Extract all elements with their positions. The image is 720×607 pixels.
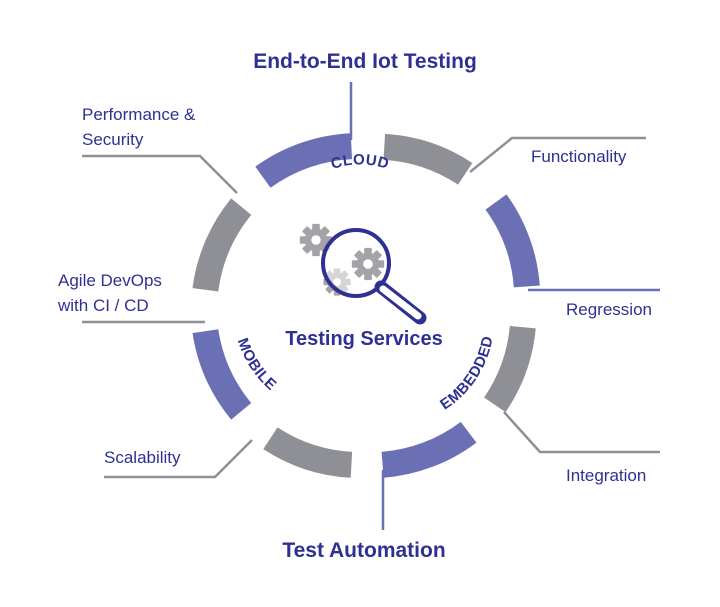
- ring-segment-left-upper: [192, 198, 252, 292]
- ring-segment-bottom-right: [381, 421, 477, 478]
- ring-segment-right-lower: [483, 325, 536, 413]
- ring-label-cloud: CLOUD: [329, 151, 391, 172]
- label-functionality: Functionality: [531, 147, 627, 166]
- connector-scalability: [104, 439, 253, 479]
- title-top: End-to-End Iot Testing: [253, 50, 477, 73]
- center-label: Testing Services: [285, 328, 442, 350]
- connector-performance: [82, 154, 238, 194]
- title-bottom: Test Automation: [282, 539, 445, 562]
- ring-segment-right-upper: [485, 194, 540, 288]
- label-integration: Integration: [566, 466, 646, 485]
- gear-icon: [299, 223, 333, 257]
- label-scalability: Scalability: [104, 448, 181, 467]
- center-icon: [299, 223, 427, 325]
- label-regression: Regression: [566, 300, 652, 319]
- ring-segment-top: [255, 133, 353, 188]
- connector-functionality: [469, 136, 646, 173]
- ring: [192, 133, 540, 478]
- ring-label-mobile: MOBILE: [234, 336, 280, 394]
- label-performance-line2: Security: [82, 130, 144, 149]
- gear-icon: [351, 247, 385, 281]
- magnifier-handle-inner: [379, 285, 422, 320]
- ring-segment-top-right: [383, 133, 473, 185]
- ring-label-embedded: EMBEDDED: [437, 334, 497, 413]
- label-performance-line1: Performance &: [82, 105, 196, 124]
- connector-lines: [82, 82, 660, 530]
- connector-integration: [503, 411, 660, 454]
- label-agile-line2: with CI / CD: [57, 296, 149, 315]
- ring-segment-bottom-left: [263, 427, 353, 478]
- label-agile-line1: Agile DevOps: [58, 271, 162, 290]
- ring-segment-left-lower: [192, 328, 252, 420]
